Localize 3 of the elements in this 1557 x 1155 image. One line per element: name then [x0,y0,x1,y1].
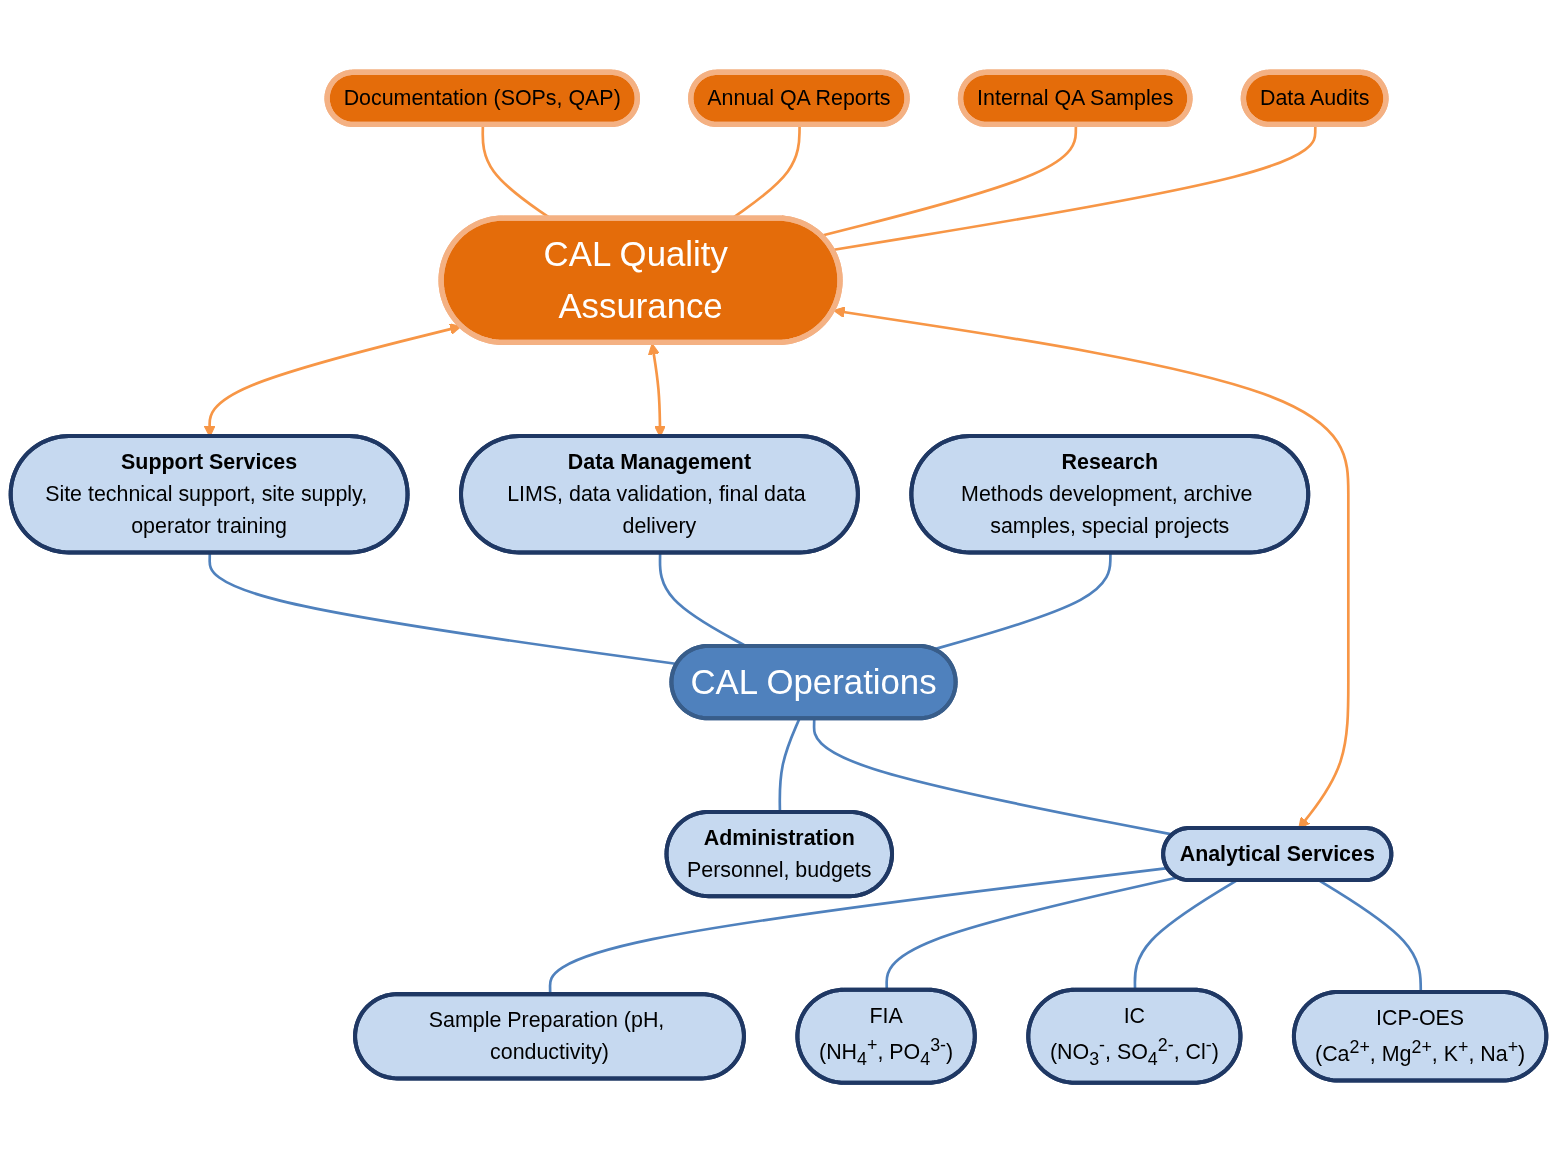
connector [832,125,1317,252]
connector [1319,879,1423,993]
connector [1133,879,1237,991]
